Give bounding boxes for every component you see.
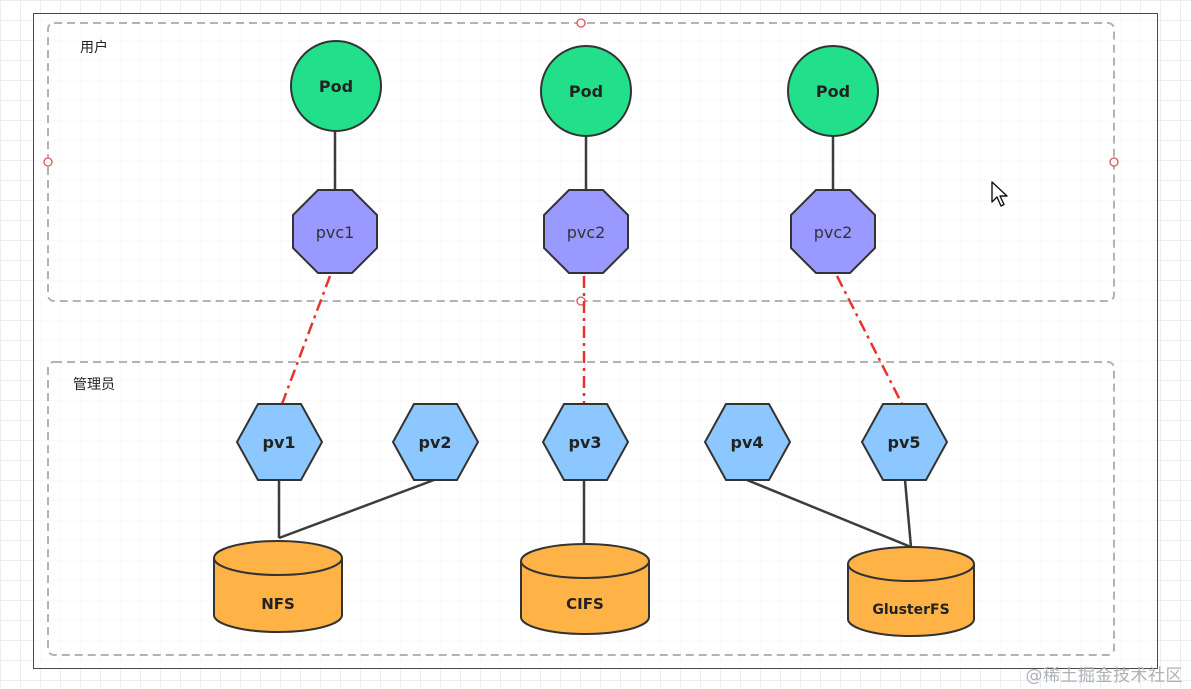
mouse-pointer-icon <box>991 181 1008 207</box>
pv-label: pv1 <box>262 433 295 452</box>
pv-label: pv2 <box>418 433 451 452</box>
storage-node-nfs[interactable]: NFS <box>213 540 343 633</box>
edge-pv2-nfs <box>278 478 435 540</box>
admin-group-label: 管理员 <box>73 377 115 393</box>
pvc-node-1[interactable]: pvc1 <box>292 189 378 274</box>
admin-group-box[interactable] <box>47 361 1115 656</box>
pv-label: pv5 <box>887 433 920 452</box>
pvc-label: pvc2 <box>567 223 606 242</box>
pv-label: pv3 <box>568 433 601 452</box>
pod-label: Pod <box>569 82 603 101</box>
selection-handle-left[interactable] <box>43 157 53 167</box>
pod-label: Pod <box>816 82 850 101</box>
storage-label: GlusterFS <box>872 602 949 618</box>
pvc-node-2[interactable]: pvc2 <box>543 189 629 274</box>
pv-node-4[interactable]: pv4 <box>703 403 792 481</box>
storage-label: CIFS <box>566 595 604 613</box>
edge-pv5-glusterfs <box>903 479 913 548</box>
pvc-label: pvc2 <box>814 223 853 242</box>
pv-label: pv4 <box>730 433 763 452</box>
watermark: @稀土掘金技术社区 <box>1025 666 1183 686</box>
pod-node-2[interactable]: Pod <box>540 45 632 137</box>
pod-node-3[interactable]: Pod <box>787 45 879 137</box>
pod-label: Pod <box>319 77 353 96</box>
pod-node-1[interactable]: Pod <box>290 40 382 132</box>
storage-node-cifs[interactable]: CIFS <box>520 543 650 635</box>
pvc-node-3[interactable]: pvc2 <box>790 189 876 274</box>
binding-pvc1-pv1 <box>280 275 332 405</box>
pv-node-3[interactable]: pv3 <box>541 403 630 481</box>
user-group-label: 用户 <box>80 40 108 56</box>
pv-node-2[interactable]: pv2 <box>391 403 480 481</box>
edge-pv4-glusterfs <box>746 478 912 549</box>
pv-node-5[interactable]: pv5 <box>860 403 949 481</box>
binding-pvc3-pv5 <box>835 275 904 405</box>
storage-label: NFS <box>261 595 295 613</box>
pv-node-1[interactable]: pv1 <box>235 403 324 481</box>
storage-node-glusterfs[interactable]: GlusterFS <box>847 546 975 637</box>
pvc-label: pvc1 <box>316 223 355 242</box>
selection-handle-top[interactable] <box>576 18 586 28</box>
selection-handle-right[interactable] <box>1109 157 1119 167</box>
